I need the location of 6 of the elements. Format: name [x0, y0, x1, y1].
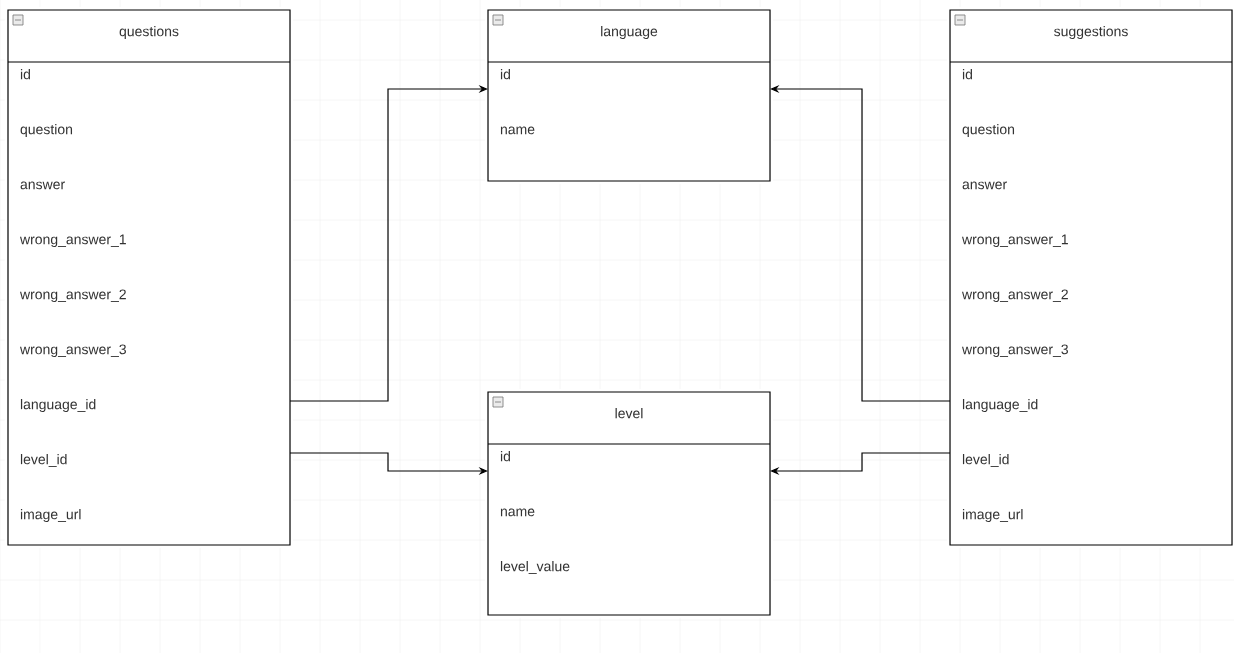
table-box: language id name	[487, 9, 771, 182]
table-box: suggestions id question answer wrong_answer_1 wrong_answer_2 wrong_answer_3 language_id level_id image_url	[949, 9, 1233, 546]
arrow	[289, 84, 488, 402]
table-box: questions id question answer wrong_answer_1 wrong_answer_2 wrong_answer_3 language_id level_id image_url	[7, 9, 291, 546]
table-box: level id name level_value	[487, 391, 771, 616]
arrow	[770, 452, 951, 476]
